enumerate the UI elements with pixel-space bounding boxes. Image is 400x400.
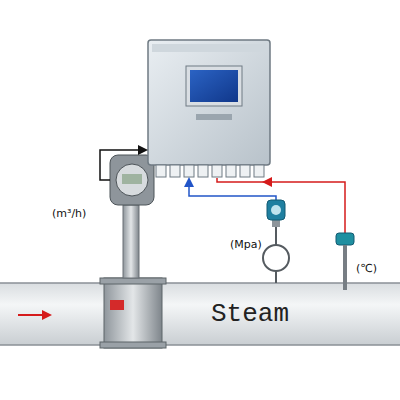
pressure-signal-arrow <box>184 177 194 187</box>
flow-arrowhead <box>42 310 52 320</box>
impulse-tube <box>275 227 277 245</box>
flow-signal-wire <box>100 150 140 180</box>
meter-flange <box>100 342 166 348</box>
siphon-loop <box>263 245 289 271</box>
flow-arrow <box>18 314 44 316</box>
impulse-tube <box>275 271 277 283</box>
meter-flange <box>100 278 166 284</box>
pipe-medium-label: Steam <box>211 300 289 329</box>
pipe-band: Steam <box>0 283 400 345</box>
meter-tag <box>110 300 124 310</box>
meter-body <box>104 278 162 348</box>
flow-computer <box>148 40 270 165</box>
keypad <box>196 114 232 120</box>
meter-lcd <box>122 174 142 184</box>
pressure-signal-wire <box>189 186 276 200</box>
computer-lid <box>152 44 266 52</box>
transmitter-face <box>271 205 281 215</box>
meter-display <box>116 164 148 196</box>
lcd-screen <box>190 70 238 102</box>
temperature-probe <box>343 245 347 290</box>
unit-label: (m³/h) <box>52 207 86 220</box>
temperature-signal-wire <box>217 178 345 233</box>
unit-label: (℃) <box>356 262 377 275</box>
temperature-sensor-head <box>336 233 354 245</box>
pressure-transmitter <box>267 200 285 220</box>
temperature-signal-arrow <box>262 177 272 187</box>
lcd-bezel <box>186 66 242 106</box>
unit-label: (Mpa) <box>230 238 262 251</box>
meter-stem <box>123 205 139 278</box>
steam-pipe <box>0 283 400 345</box>
cable-glands <box>156 165 264 177</box>
flow-signal-arrow <box>138 145 148 155</box>
